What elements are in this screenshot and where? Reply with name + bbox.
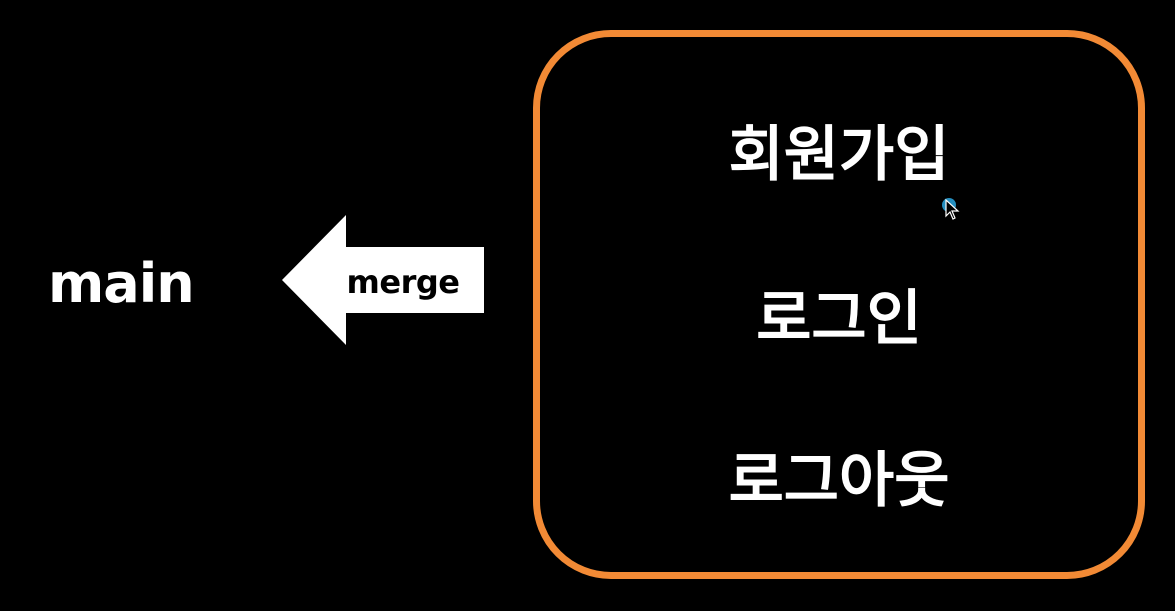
- feature-item-login: 로그인: [756, 284, 922, 354]
- merge-arrow: [282, 215, 484, 345]
- feature-item-signup: 회원가입: [728, 120, 950, 190]
- main-branch-label: main: [48, 252, 195, 315]
- merge-label: merge: [346, 263, 460, 301]
- left-arrow-icon: [282, 215, 484, 345]
- mouse-pointer-icon: [940, 196, 964, 222]
- feature-item-logout: 로그아웃: [728, 446, 950, 516]
- feature-branch-box: 회원가입 로그인 로그아웃: [533, 30, 1145, 579]
